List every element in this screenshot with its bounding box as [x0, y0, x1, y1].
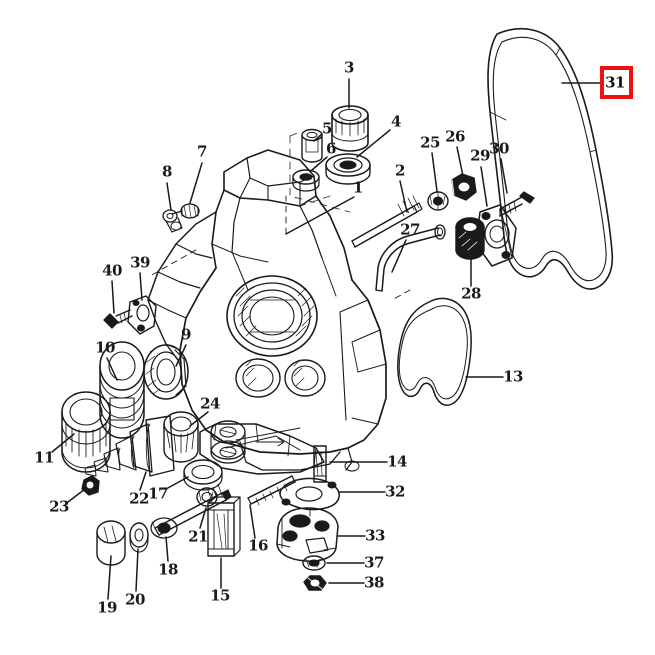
callout-27: 27 — [400, 220, 420, 239]
part-7-fitting — [171, 203, 200, 219]
callout-17: 17 — [148, 484, 168, 503]
callout-15: 15 — [210, 586, 230, 605]
callout-25: 25 — [420, 133, 440, 152]
part-40-screw — [103, 309, 133, 329]
callout-22: 22 — [129, 489, 149, 508]
part-39-clip — [127, 295, 157, 335]
callout-8: 8 — [162, 162, 172, 181]
callout-11: 11 — [34, 448, 54, 467]
callout-29: 29 — [470, 146, 490, 165]
callout-6: 6 — [326, 139, 336, 158]
callout-28: 28 — [461, 284, 481, 303]
part-3-bearing-race — [331, 105, 369, 152]
part-15-pin — [207, 496, 241, 557]
callout-39: 39 — [130, 253, 150, 272]
part-18-shaft — [150, 483, 232, 539]
callout-37: 37 — [364, 553, 384, 572]
part-23-nut — [81, 475, 100, 496]
part-26-nut — [451, 173, 477, 201]
callout-32: 32 — [385, 482, 405, 501]
callout-16: 16 — [248, 536, 268, 555]
callout-40: 40 — [102, 261, 122, 280]
part-27-tube — [375, 224, 446, 292]
callout-23: 23 — [49, 497, 69, 516]
part-32-gasket — [279, 477, 340, 511]
callout-21: 21 — [188, 527, 208, 546]
part-33-cover — [276, 507, 339, 562]
part-28-bushing — [455, 217, 485, 260]
part-29-flange — [475, 204, 517, 267]
callout-2: 2 — [395, 161, 405, 180]
part-4-seal — [325, 153, 371, 185]
callout-24: 24 — [200, 394, 220, 413]
callout-20: 20 — [125, 590, 145, 609]
callout-31: 31 — [605, 73, 625, 92]
callout-30: 30 — [489, 139, 509, 158]
callout-5: 5 — [322, 119, 332, 138]
part-30-bolt — [499, 191, 535, 217]
callout-3: 3 — [344, 58, 354, 77]
part-8-fitting — [162, 209, 183, 233]
callout-38: 38 — [364, 573, 384, 592]
part-11-roller-bearing — [61, 391, 111, 473]
callout-14: 14 — [387, 452, 407, 471]
part-16-stud — [247, 475, 296, 506]
callout-33: 33 — [365, 526, 385, 545]
callout-26: 26 — [445, 127, 465, 146]
part-20-seal — [129, 522, 149, 553]
part-37-washer — [302, 555, 326, 571]
part-13-gasket — [397, 297, 472, 406]
part-25-washer — [427, 191, 449, 211]
callout-9: 9 — [181, 325, 191, 344]
part-17-shim — [183, 459, 223, 491]
callout-19: 19 — [97, 598, 117, 617]
callout-7: 7 — [197, 142, 207, 161]
callout-10: 10 — [95, 338, 115, 357]
part-6-washer — [292, 169, 320, 192]
part-38-nut — [303, 575, 327, 591]
part-22-bellows — [84, 415, 175, 477]
callout-4: 4 — [391, 112, 401, 131]
callout-18: 18 — [158, 560, 178, 579]
part-1-gear-housing — [147, 149, 387, 472]
callout-13: 13 — [503, 367, 523, 386]
part-24-race — [163, 411, 199, 463]
mounting-plate — [199, 420, 325, 475]
part-5-bushing — [301, 128, 323, 163]
callout-1: 1 — [353, 178, 363, 197]
part-31-gasket — [487, 27, 614, 290]
